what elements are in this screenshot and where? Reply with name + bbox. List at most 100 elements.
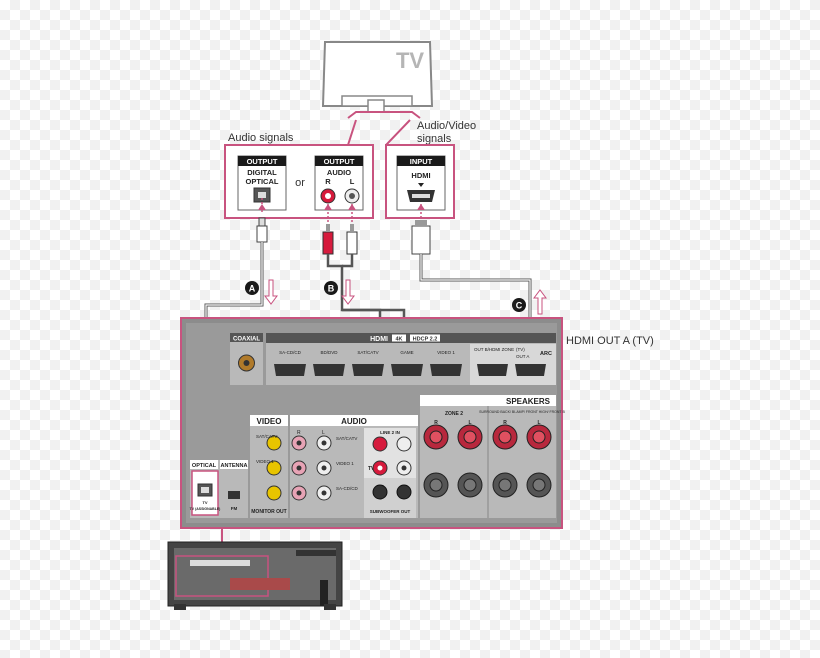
zone2-r-label: R [434,420,438,426]
hdmi-4k-label: 4K [395,337,402,343]
hdmi-in-label-4: GAME [400,350,413,355]
line-in-red-top-icon [372,436,388,452]
zone2-l-label: L [468,420,471,426]
tv-label: TV [396,48,424,73]
or-label: or [295,177,305,189]
coaxial-jack-center [243,360,250,366]
speaker-terminal-inner-8 [532,478,546,492]
tv-hdmi-port [367,99,385,113]
thumbnail-top-bar [296,550,336,556]
speaker-terminal-inner-5 [429,478,443,492]
hdmi-in-port-icon-5 [430,364,462,376]
audio-jack-center-2 [321,440,327,446]
cable-b-arrow-white [348,204,356,210]
video-header-bg [250,415,288,426]
audio-jack-center-5 [296,490,302,496]
hdmi-out-a-port-icon [515,364,546,376]
hdmi-label: HDMI [370,336,388,343]
fm-label: FM [231,506,238,511]
audio-r-label: R [297,430,301,436]
coaxial-header-bg [230,333,263,342]
sb-l-label: L [537,420,540,426]
tv-hdmi-input: INPUT HDMI [396,155,446,211]
hdmi-port-inner [412,194,430,198]
cable-a-letter: A [249,284,256,294]
subwoofer-jack-1-icon [372,484,388,500]
hdmi-in-port-icon-1 [274,364,306,376]
cable-c-wire-inner [420,254,531,318]
hdmi-arc-label: ARC [540,351,552,357]
cable-a-plug-top [256,225,268,243]
hdmi-in-port-icon-2 [313,364,345,376]
hdmi-input-header: INPUT [410,157,433,166]
optical-output-header: OUTPUT [247,157,278,166]
cable-c-arrow-top [417,204,425,210]
receiver-optical-label: OPTICAL [192,463,217,469]
cable-a-direction-arrow [264,279,278,305]
audio-output-header-bg [315,156,363,166]
cable-b-badge [324,281,338,295]
video-jack-3-icon [266,485,282,501]
optical-output-line1: DIGITAL [247,168,277,177]
speaker-terminal-inner-2 [463,430,477,444]
hdcp-label: HDCP 2.2 [413,337,438,343]
antenna-header-bg [220,460,248,469]
cable-c-letter: C [516,301,523,311]
audio-l-label: L [322,430,325,436]
video-video1-label: VIDEO 1 [256,459,274,464]
line-in-white-top-icon [396,436,412,452]
cable-c-badge [512,298,526,312]
speakers-header-bg [420,395,556,406]
subwoofer-jack-2-icon [396,484,412,500]
optical-port-inner [258,192,266,198]
tv-audio-output: OUTPUT AUDIO R L [314,155,364,211]
thumbnail-foot-left [174,604,186,610]
audio-output-r: R [325,177,331,186]
tv-optical-output: OUTPUT DIGITAL OPTICAL [237,155,287,211]
tv-in-red-center [377,465,383,471]
rca-white-jack-center [349,193,355,199]
zone2-label: ZONE 2 [445,411,463,417]
hdmi-in-label-3: SAT/CATV [357,350,378,355]
speaker-terminal-inner-7 [498,478,512,492]
tv-callout-top [347,111,421,119]
audio-jack-center-6 [321,490,327,496]
optical-tv-label: TV [202,500,207,505]
hdcp-badge [410,334,440,342]
hdmi-in-label-2: BD/DVD [320,350,338,355]
cable-b-direction-arrow [341,279,355,305]
cable-b-red-tip [326,224,330,232]
hdmi-4k-badge [392,334,406,342]
audio-output-line1: AUDIO [327,168,351,177]
audio-output-header: OUTPUT [324,157,355,166]
cable-c-tip-top [415,220,427,226]
subwoofer-out-label: SUBWOOFER OUT [370,509,411,514]
hdmi-out-a-label: HDMI OUT A (TV) [566,335,654,347]
antenna-label: ANTENNA [221,463,248,469]
cable-b-wire-join [342,254,354,268]
video-jack-1-icon [266,435,282,451]
audio-output-l: L [350,177,355,186]
cable-b-white-tip [350,224,354,232]
video-jack-2-icon [266,460,282,476]
speaker-terminal-inner-6 [463,478,477,492]
cable-b-letter: B [328,284,335,294]
sb-r-label: R [503,420,507,426]
speaker-terminal-inner-3 [498,430,512,444]
coaxial-label: COAXIAL [233,337,260,343]
audio-sacd-label: SA-CD/CD [336,486,359,491]
thumbnail-speaker-strip [230,578,290,590]
cable-b-white-plug [346,231,358,255]
rca-red-jack-center [325,193,331,199]
line-tv-label: TV [368,466,375,472]
tv-screen [321,41,434,107]
hdmi-in-port-icon-3 [352,364,384,376]
video-sat-label: SAT/CATV [256,434,277,439]
hdmi-out-b-label: OUT B/HDMI ZONE [474,347,514,352]
speaker-terminals [423,424,552,498]
hdmi-input-header-bg [397,156,445,166]
optical-in-port-inner [201,487,209,493]
